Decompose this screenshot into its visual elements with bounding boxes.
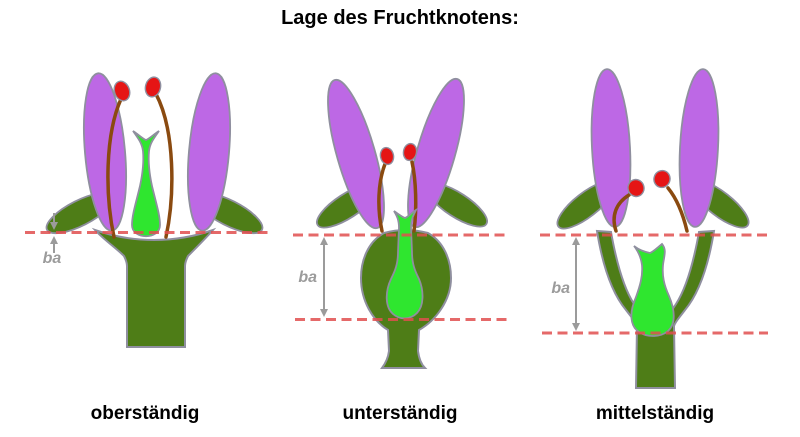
stamen-filament-left-icon <box>106 97 123 239</box>
anther-left-icon <box>113 80 131 102</box>
caption-oberstaendig: oberständig <box>91 403 200 424</box>
anther-left-icon <box>379 146 395 166</box>
flower-mittelstaendig: ba mittelständig <box>540 68 770 424</box>
petal-right-icon <box>187 72 231 232</box>
receptacle-stem <box>91 227 217 348</box>
ba-arrow <box>572 237 580 331</box>
petal-left-icon <box>327 78 385 230</box>
ba-label: ba <box>551 280 570 297</box>
stamen-filament-left-icon <box>612 193 631 233</box>
anther-right-icon <box>144 76 162 98</box>
stamen-filament-right-icon <box>154 92 174 239</box>
caption-unterstaendig: unterständig <box>342 403 457 424</box>
stamen-filament-right-icon <box>666 186 689 233</box>
flower-unterstaendig: ba unterständig <box>293 77 508 424</box>
anther-right-icon <box>653 169 671 189</box>
ba-arrow <box>50 213 58 253</box>
stamen-filament-right-icon <box>410 160 418 233</box>
caption-mittelstaendig: mittelständig <box>596 403 714 424</box>
page-title: Lage des Fruchtknotens: <box>281 7 519 29</box>
pistil-ovary-icon <box>385 207 424 320</box>
anther-left-icon <box>627 178 645 198</box>
stamen-filament-left-icon <box>377 162 387 233</box>
ba-arrow <box>320 237 328 317</box>
petal-right-icon <box>678 68 720 228</box>
pistil-ovary-icon <box>131 130 161 238</box>
ba-label: ba <box>43 250 62 267</box>
anther-right-icon <box>402 142 418 162</box>
flower-oberstaendig: ba oberständig <box>25 72 271 424</box>
ba-label: ba <box>298 269 317 286</box>
pistil-ovary-icon <box>630 242 675 337</box>
